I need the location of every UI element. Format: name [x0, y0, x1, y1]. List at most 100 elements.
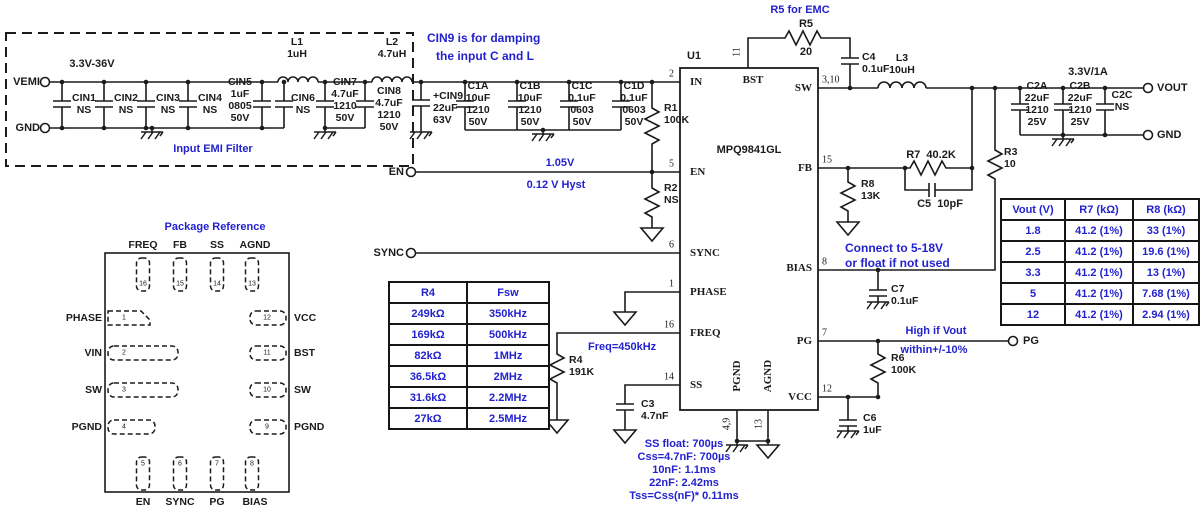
- junction-dots: [59, 79, 1108, 444]
- pin-name-freq: FREQ: [690, 327, 721, 339]
- pkg-bottom-sync: SYNC: [165, 496, 195, 508]
- table-row: Vout (V) R7 (kΩ) R8 (kΩ): [1000, 198, 1200, 221]
- pkg-num-7: 7: [215, 460, 219, 468]
- pkg-left-vin: VIN: [84, 347, 102, 359]
- resistor-r3: [986, 148, 1004, 182]
- pkg-left-sw: SW: [85, 384, 102, 396]
- pkg-num-6: 6: [178, 460, 182, 468]
- pin-num-en: 5: [669, 158, 674, 170]
- inductor-l2: [371, 76, 413, 83]
- cap-c5-label: C5 10pF: [917, 198, 963, 210]
- pkg-num-1: 1: [122, 314, 126, 322]
- resistor-r8: [839, 180, 857, 214]
- pkg-right-vcc: VCC: [294, 312, 317, 324]
- pin-name-bias: BIAS: [786, 262, 812, 274]
- vemi-terminal-label: VEMI: [13, 76, 40, 88]
- pin-name-vcc: VCC: [788, 391, 812, 403]
- sync-terminal-label: SYNC: [373, 247, 404, 259]
- pin-num-pgnd: 4,9: [721, 417, 733, 431]
- pkg-bottom-pg: PG: [209, 496, 225, 508]
- pin-name-agnd: AGND: [762, 359, 774, 393]
- pin-name-ss: SS: [690, 379, 703, 391]
- table-row: R4 Fsw: [388, 281, 550, 304]
- freq-note: Freq=450kHz: [588, 341, 657, 353]
- pkg-right-pgnd: PGND: [294, 421, 325, 433]
- pin-num-sw: 3,10: [822, 74, 840, 86]
- input-voltage-range: 3.3V-36V: [69, 58, 115, 70]
- resistor-r6: [869, 352, 887, 386]
- pkg-num-2: 2: [122, 349, 126, 357]
- pkg-num-4: 4: [122, 423, 126, 431]
- pin-num-vcc: 12: [822, 383, 832, 395]
- pkg-left-phase: PHASE: [65, 312, 102, 324]
- pg-note-line1: High if Vout: [905, 325, 967, 337]
- pin-name-in: IN: [690, 76, 703, 88]
- pkg-num-14: 14: [213, 280, 221, 288]
- pin-num-ss: 14: [664, 371, 674, 383]
- pkg-num-12: 12: [263, 314, 271, 322]
- pkg-right-bst: BST: [294, 347, 315, 359]
- bias-note-line1: Connect to 5-18V: [845, 241, 944, 255]
- emi-filter-title: Input EMI Filter: [173, 143, 253, 155]
- resistor-r4: [548, 350, 566, 388]
- resistor-r7: [908, 159, 952, 177]
- pg-note-line2: within+/-10%: [900, 344, 968, 356]
- pg-terminal-label: PG: [1023, 335, 1039, 347]
- pin-num-bst: 11: [731, 47, 743, 57]
- capacitor-symbols: [53, 57, 1114, 427]
- pkg-num-11: 11: [263, 349, 271, 357]
- pkg-top-fb: FB: [173, 239, 187, 251]
- resistor-r5: [782, 29, 830, 47]
- pkg-num-15: 15: [176, 280, 184, 288]
- resistor-r5-value: 20: [799, 46, 813, 58]
- vout-terminal-label: VOUT: [1157, 82, 1188, 94]
- resistor-r7-label: R7 40.2K: [906, 149, 956, 161]
- pkg-top-freq: FREQ: [128, 239, 158, 251]
- pkg-bottom-en: EN: [135, 496, 151, 508]
- pin-name-fb: FB: [797, 162, 812, 174]
- package-title: Package Reference: [164, 221, 266, 233]
- bias-note-line2: or float if not used: [845, 256, 950, 270]
- pkg-top-ss: SS: [209, 239, 225, 251]
- vout-header-vout: Vout (V): [1000, 198, 1066, 221]
- chip-refdes: U1: [686, 50, 702, 62]
- earth-ground-symbols: [140, 131, 1075, 453]
- pin-name-bst: BST: [742, 74, 764, 86]
- damping-note-line1: CIN9 is for damping: [427, 31, 541, 45]
- pin-name-sw: SW: [794, 82, 812, 94]
- pin-num-phase: 1: [669, 278, 674, 290]
- pkg-num-5: 5: [141, 460, 145, 468]
- terminal-circles: [39, 76, 1154, 347]
- pin-num-agnd: 13: [753, 419, 765, 429]
- pin-num-bias: 8: [822, 256, 827, 268]
- inductor-l1: [277, 76, 319, 83]
- pin-name-sync: SYNC: [690, 247, 720, 259]
- pin-num-freq: 16: [664, 319, 674, 331]
